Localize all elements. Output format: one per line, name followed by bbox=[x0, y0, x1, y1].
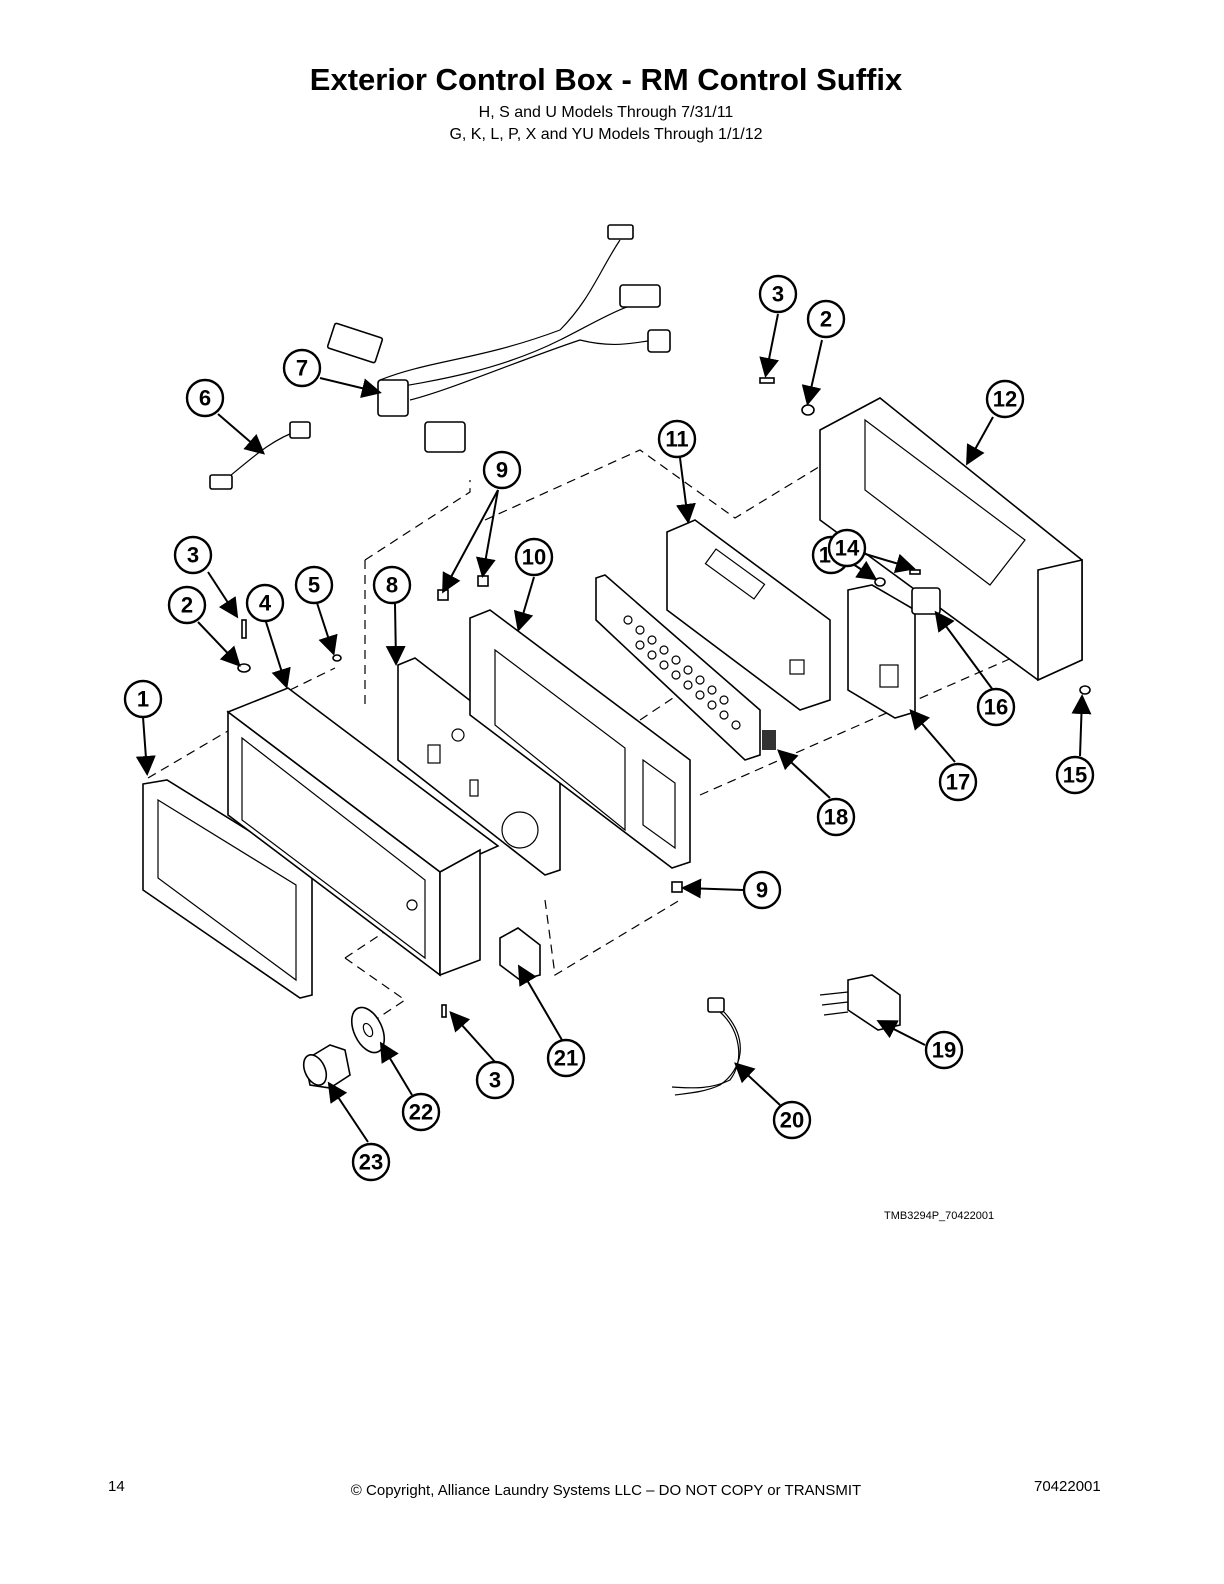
svg-text:3: 3 bbox=[489, 1068, 501, 1093]
part-washer bbox=[350, 1006, 386, 1054]
callout-22: 22 bbox=[401, 1092, 441, 1132]
callout-9-bottom: 9 bbox=[742, 870, 782, 910]
part-faceplate bbox=[469, 609, 691, 869]
part-knob bbox=[302, 1044, 351, 1089]
callout-2-left: 2 bbox=[167, 585, 207, 625]
part-terminal-block bbox=[819, 974, 901, 1031]
svg-text:3: 3 bbox=[187, 543, 199, 568]
part-mounting-plate bbox=[397, 657, 561, 876]
svg-text:4: 4 bbox=[259, 591, 272, 616]
callout-7: 7 bbox=[282, 348, 322, 388]
svg-text:21: 21 bbox=[554, 1046, 578, 1071]
svg-text:16: 16 bbox=[984, 695, 1008, 720]
callout-10: 10 bbox=[514, 537, 554, 577]
svg-text:20: 20 bbox=[780, 1108, 804, 1133]
svg-text:11: 11 bbox=[665, 427, 688, 452]
svg-text:23: 23 bbox=[359, 1150, 383, 1175]
svg-text:10: 10 bbox=[522, 545, 546, 570]
callout-15: 15 bbox=[1055, 755, 1095, 795]
callout-17: 17 bbox=[938, 762, 978, 802]
part-wire-harness bbox=[326, 224, 671, 453]
part-control-box-shell bbox=[226, 687, 500, 977]
svg-text:7: 7 bbox=[296, 356, 308, 381]
svg-text:5: 5 bbox=[308, 573, 320, 598]
svg-text:9: 9 bbox=[496, 458, 508, 483]
part-wire-assembly bbox=[671, 997, 741, 1096]
callout-14: 14 bbox=[827, 528, 867, 568]
part-bezel-frame bbox=[142, 779, 313, 999]
page-number: 14 bbox=[108, 1478, 125, 1495]
svg-text:8: 8 bbox=[386, 573, 398, 598]
callout-19: 19 bbox=[924, 1030, 964, 1070]
callout-16: 16 bbox=[976, 687, 1016, 727]
svg-text:17: 17 bbox=[946, 770, 970, 795]
svg-text:19: 19 bbox=[932, 1038, 956, 1063]
callout-1: 1 bbox=[123, 679, 163, 719]
callout-21: 21 bbox=[546, 1038, 586, 1078]
svg-text:15: 15 bbox=[1063, 763, 1087, 788]
callout-8: 8 bbox=[372, 565, 412, 605]
copyright-notice: © Copyright, Alliance Laundry Systems LL… bbox=[350, 1482, 862, 1499]
callout-11: 11 bbox=[657, 419, 697, 459]
callout-9-top: 9 bbox=[482, 450, 522, 490]
svg-text:22: 22 bbox=[409, 1100, 433, 1125]
callout-23: 23 bbox=[351, 1142, 391, 1182]
svg-text:2: 2 bbox=[820, 307, 832, 332]
callout-12: 12 bbox=[985, 379, 1025, 419]
part-switch bbox=[911, 587, 941, 615]
part-lock bbox=[499, 927, 541, 981]
callout-3-bottom: 3 bbox=[475, 1060, 515, 1100]
diagram-reference-code: TMB3294P_70422001 bbox=[884, 1210, 995, 1222]
leader-arrows bbox=[135, 313, 1092, 1143]
svg-text:1: 1 bbox=[137, 687, 149, 712]
callout-5: 5 bbox=[294, 565, 334, 605]
svg-text:18: 18 bbox=[824, 805, 848, 830]
models-subtitle-2: G, K, L, P, X and YU Models Through 1/1/… bbox=[449, 126, 763, 143]
part-rear-enclosure bbox=[819, 397, 1083, 682]
callout-20: 20 bbox=[772, 1100, 812, 1140]
callout-3-top: 3 bbox=[758, 274, 798, 314]
page-title: Exterior Control Box - RM Control Suffix bbox=[309, 62, 903, 97]
callout-3-left: 3 bbox=[173, 535, 213, 575]
callout-2-right: 2 bbox=[806, 299, 846, 339]
models-subtitle-1: H, S and U Models Through 7/31/11 bbox=[478, 104, 734, 121]
callout-18: 18 bbox=[816, 797, 856, 837]
part-keypad-overlay bbox=[595, 574, 776, 761]
svg-text:9: 9 bbox=[756, 878, 768, 903]
part-small-harness bbox=[209, 421, 311, 490]
svg-text:2: 2 bbox=[181, 593, 193, 618]
svg-text:3: 3 bbox=[772, 282, 784, 307]
svg-text:6: 6 bbox=[199, 386, 211, 411]
document-number: 70422001 bbox=[1034, 1478, 1101, 1495]
svg-text:14: 14 bbox=[835, 536, 860, 561]
callout-4: 4 bbox=[245, 583, 285, 623]
svg-text:12: 12 bbox=[993, 387, 1017, 412]
part-bracket bbox=[847, 584, 916, 719]
callout-6: 6 bbox=[185, 378, 225, 418]
